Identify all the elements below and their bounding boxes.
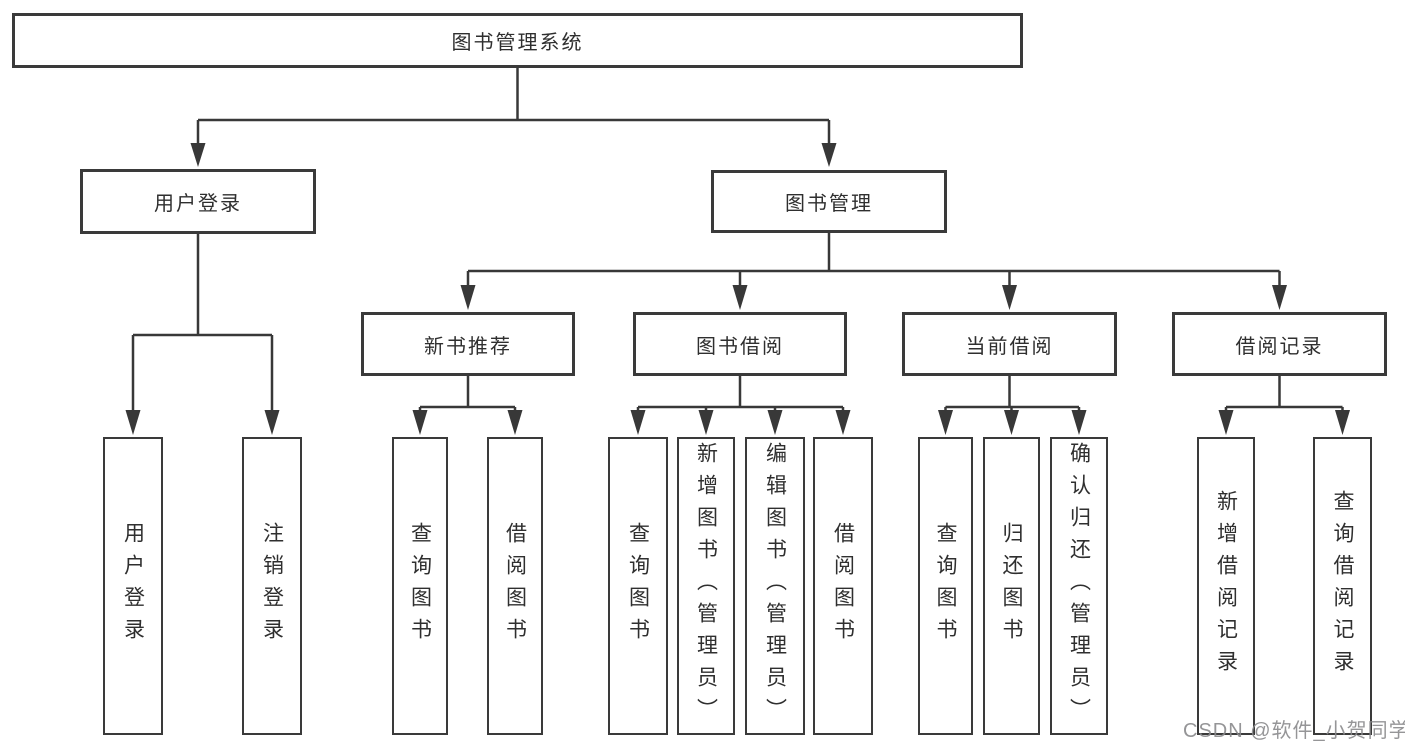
node-label: 确认归还（管理员） [1067, 442, 1091, 730]
arrowhead-icon [412, 410, 428, 435]
connector-line [636, 376, 845, 412]
watermark: CSDN @软件_小贺同学 [1183, 720, 1405, 742]
node-leaf-confirm-return-admin: 确认归还（管理员） [1050, 437, 1108, 735]
node-leaf-logout: 注销登录 [242, 437, 302, 735]
arrowhead-icon [938, 410, 953, 435]
arrowhead-icon [125, 410, 141, 435]
arrowhead-icon [1218, 410, 1234, 435]
node-leaf-return-books: 归还图书 [983, 437, 1040, 735]
connector-line [1224, 376, 1344, 412]
arrowhead-icon [460, 285, 476, 310]
node-label: 图书管理 [785, 193, 873, 215]
connector-line [466, 233, 1281, 286]
node-label: 新书推荐 [424, 335, 512, 358]
arrowhead-icon [1272, 285, 1287, 310]
node-book-management: 图书管理 [711, 170, 947, 233]
arrowhead-icon [732, 285, 748, 310]
connector-borrow-records-to-leaves [1218, 376, 1350, 435]
node-label: 借阅图书 [503, 522, 527, 650]
node-leaf-edit-books-admin: 编辑图书（管理员） [745, 437, 805, 735]
arrowhead-icon [835, 410, 851, 435]
arrowhead-icon [190, 143, 206, 167]
arrowhead-icon [507, 410, 523, 435]
connector-new-book-to-leaves [412, 376, 523, 435]
node-label: 图书借阅 [696, 335, 784, 358]
node-leaf-query-books-current: 查询图书 [918, 437, 973, 735]
node-leaf-borrow-books-recommend: 借阅图书 [487, 437, 543, 735]
connector-current-borrow-to-leaves [938, 376, 1087, 435]
arrowhead-icon [264, 410, 280, 435]
node-leaf-add-borrow-record: 新增借阅记录 [1197, 437, 1255, 735]
node-label: 图书管理系统 [451, 32, 584, 54]
connector-line [131, 234, 274, 412]
connector-book-management-to-level3 [460, 233, 1287, 310]
node-leaf-add-books-admin: 新增图书（管理员） [677, 437, 735, 735]
node-library-management-system: 图书管理系统 [12, 13, 1023, 68]
node-label: 查询借阅记录 [1331, 490, 1354, 682]
node-new-book-recommendation: 新书推荐 [361, 312, 575, 376]
node-leaf-query-borrow-record: 查询借阅记录 [1313, 437, 1372, 735]
node-label: 用户登录 [121, 522, 145, 650]
connector-line [196, 68, 831, 144]
node-label: 注销登录 [260, 522, 284, 650]
node-leaf-borrow-books: 借阅图书 [813, 437, 873, 735]
node-label: 新增图书（管理员） [694, 442, 718, 730]
node-label: 查询图书 [934, 522, 957, 650]
connector-user-login-to-leaves [125, 234, 280, 435]
node-label: 借阅图书 [831, 522, 855, 650]
node-borrowing-records: 借阅记录 [1172, 312, 1387, 376]
node-label: 用户登录 [154, 193, 242, 215]
arrowhead-icon [821, 143, 837, 167]
arrowhead-icon [1071, 410, 1087, 435]
arrowhead-icon [698, 410, 714, 435]
node-label: 当前借阅 [965, 335, 1054, 358]
node-book-borrowing: 图书借阅 [633, 312, 847, 376]
node-leaf-query-books-recommend: 查询图书 [392, 437, 448, 735]
arrowhead-icon [1002, 285, 1017, 310]
connector-line [944, 376, 1081, 412]
node-user-login: 用户登录 [80, 169, 316, 234]
connector-root-to-level2 [190, 68, 837, 167]
node-leaf-query-books-borrow: 查询图书 [608, 437, 668, 735]
arrowhead-icon [630, 410, 646, 435]
node-label: 查询图书 [408, 522, 432, 650]
arrowhead-icon [767, 410, 783, 435]
node-label: 新增借阅记录 [1214, 490, 1238, 682]
node-label: 编辑图书（管理员） [763, 442, 787, 730]
node-label: 归还图书 [1000, 522, 1023, 650]
arrowhead-icon [1335, 410, 1350, 435]
node-label: 借阅记录 [1235, 335, 1324, 358]
connector-book-borrow-to-leaves [630, 376, 851, 435]
node-current-borrowing: 当前借阅 [902, 312, 1117, 376]
node-leaf-user-login: 用户登录 [103, 437, 163, 735]
arrowhead-icon [1004, 410, 1019, 435]
node-label: 查询图书 [626, 522, 650, 650]
connector-line [418, 376, 517, 412]
